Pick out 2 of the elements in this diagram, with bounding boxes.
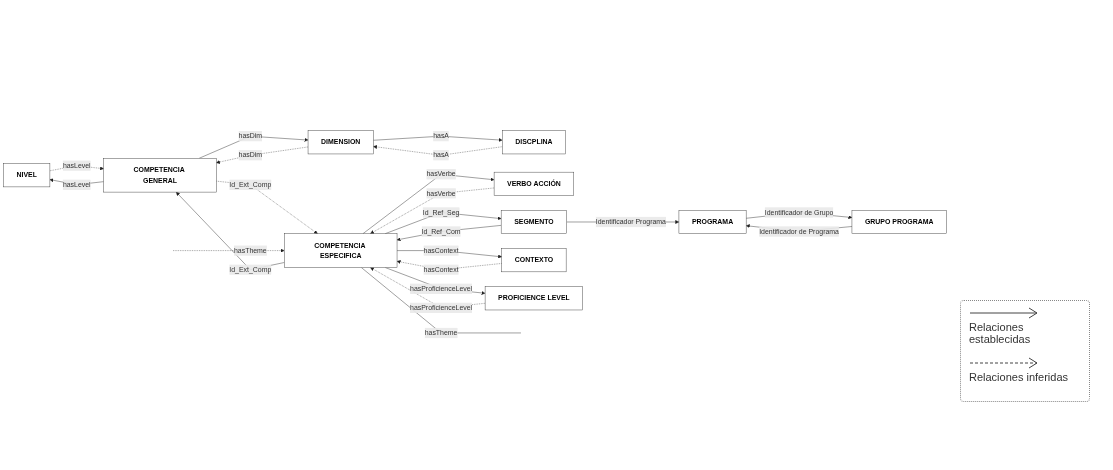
legend-label: Relaciones inferidas (969, 371, 1070, 383)
legend-label: Relaciones establecidas (969, 321, 1032, 345)
